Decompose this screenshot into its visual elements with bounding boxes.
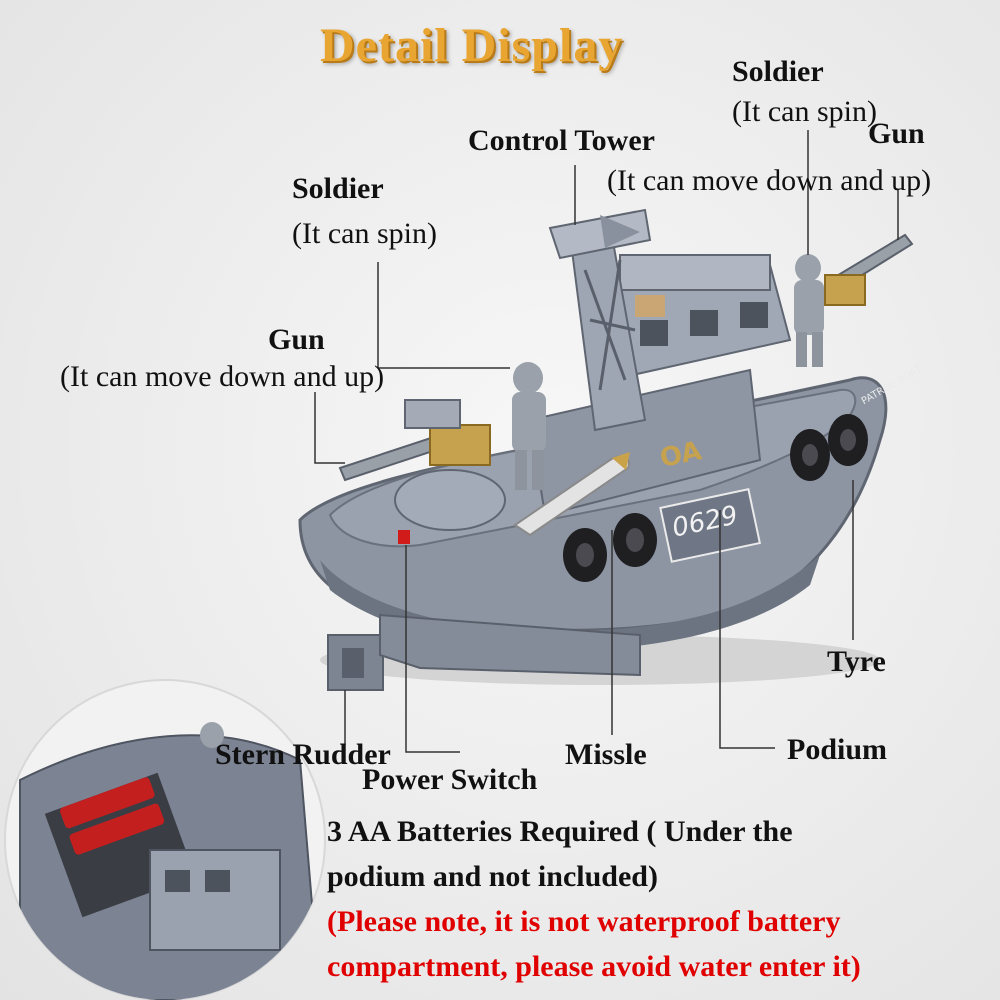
label-stern-rudder: Stern Rudder <box>215 738 391 771</box>
tyre-hub <box>802 444 818 466</box>
tyre-hub <box>840 429 856 451</box>
tyre-hub <box>626 528 644 552</box>
radar-flag <box>600 215 640 248</box>
power-switch <box>398 530 410 544</box>
label-missle: Missle <box>565 738 647 771</box>
label-power-switch: Power Switch <box>362 763 538 796</box>
inset-soldier <box>200 722 224 748</box>
battery-warning-line1: (Please note, it is not waterproof batte… <box>327 905 841 938</box>
label-gun-left: Gun <box>268 323 325 356</box>
label-control-tower: Control Tower <box>468 124 655 157</box>
label-gun-right-note: (It can move down and up) <box>607 164 932 197</box>
leader-gun-left <box>314 392 345 464</box>
cabin-window-3 <box>740 302 768 328</box>
left-gun-mount <box>429 424 491 466</box>
tyre-hub <box>576 543 594 567</box>
front-turret <box>394 469 506 531</box>
label-podium: Podium <box>787 733 888 766</box>
left-gun-ammo <box>404 399 461 429</box>
leader-soldier-left <box>377 262 510 369</box>
inset-cabin-window <box>165 870 190 892</box>
label-gun-right: Gun <box>868 117 925 150</box>
bridge-emblem <box>635 295 665 317</box>
leader-lines <box>314 130 899 753</box>
cabin-window-2 <box>690 310 718 336</box>
battery-note-line2: podium and not included) <box>327 860 658 893</box>
boat-keel <box>379 613 641 677</box>
tyres <box>563 414 868 582</box>
label-soldier-right-note: (It can spin) <box>732 95 877 128</box>
battery-warning-line2: compartment, please avoid water enter it… <box>327 950 861 983</box>
stern-rudder-slot <box>342 648 364 678</box>
label-tyre: Tyre <box>827 645 886 678</box>
label-soldier-right: Soldier <box>732 55 824 88</box>
battery-note-line1: 3 AA Batteries Required ( Under the <box>327 815 793 848</box>
hull-number-plate <box>659 488 762 563</box>
control-tower-lattice <box>583 259 636 391</box>
bridge-top <box>619 254 771 291</box>
right-soldier <box>794 254 824 367</box>
leader-power <box>405 545 460 753</box>
missile-tip <box>612 452 630 470</box>
inset-cabin <box>149 849 281 951</box>
page-title: Detail Display <box>320 19 624 72</box>
inset-battery <box>60 777 155 829</box>
label-soldier-left-note: (It can spin) <box>292 217 437 250</box>
control-tower-top <box>548 208 652 260</box>
label-gun-left-note: (It can move down and up) <box>60 360 385 393</box>
label-soldier-left: Soldier <box>292 172 384 205</box>
right-gun-mount <box>824 274 866 306</box>
cabin-window-1 <box>640 320 668 346</box>
inset-battery <box>69 803 165 855</box>
leader-podium <box>719 510 775 749</box>
left-soldier <box>512 362 546 490</box>
inset-battery-photo <box>19 722 322 1000</box>
inset-cabin-window <box>205 870 230 892</box>
